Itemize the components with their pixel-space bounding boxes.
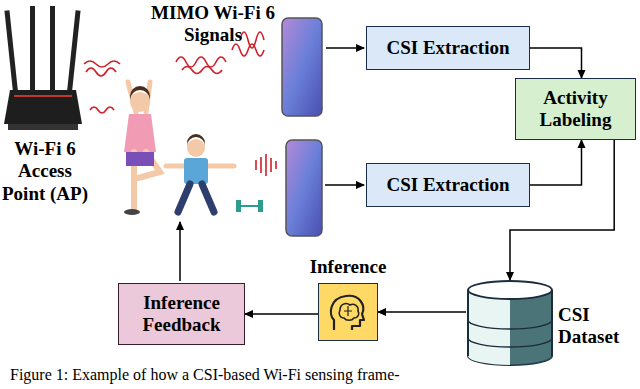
arrow	[326, 47, 364, 49]
box-label: Activity Labeling	[522, 87, 629, 131]
signal-label: MIMO Wi-Fi 6 Signals	[128, 2, 298, 47]
inference-box: Inference	[318, 283, 378, 341]
process-box: Inference Feedback	[118, 283, 245, 345]
database-label: CSI Dataset	[558, 304, 634, 348]
database: CSI Dataset	[466, 280, 638, 366]
process-box: Activity Labeling	[515, 78, 636, 140]
box-heading: Inference	[310, 256, 387, 278]
device-label: Wi-Fi 6 Access Point (AP)	[2, 138, 88, 205]
brain-icon	[326, 290, 370, 334]
arrow	[179, 222, 181, 281]
connector-arrow	[378, 311, 466, 313]
box-label: CSI Extraction	[387, 37, 510, 59]
connector-arrow	[245, 313, 318, 315]
arrow	[325, 184, 364, 186]
phone-icon	[286, 140, 322, 236]
dumbbell-icon	[236, 200, 263, 212]
box-label: Inference Feedback	[125, 292, 238, 336]
phone-icon	[282, 18, 322, 116]
router-icon	[4, 6, 82, 130]
process-box: CSI Extraction	[366, 26, 530, 70]
database-cylinder	[466, 280, 554, 366]
child-figure	[166, 134, 234, 212]
child-figure	[124, 82, 160, 215]
connector-arrow	[530, 140, 582, 185]
connector-arrow	[530, 48, 582, 78]
process-box: CSI Extraction	[366, 163, 530, 207]
figure-caption: Figure 1: Example of how a CSI-based Wi-…	[10, 366, 400, 384]
connector-arrow	[510, 140, 614, 280]
box-label: CSI Extraction	[387, 174, 510, 196]
wifi-signal	[84, 32, 276, 176]
